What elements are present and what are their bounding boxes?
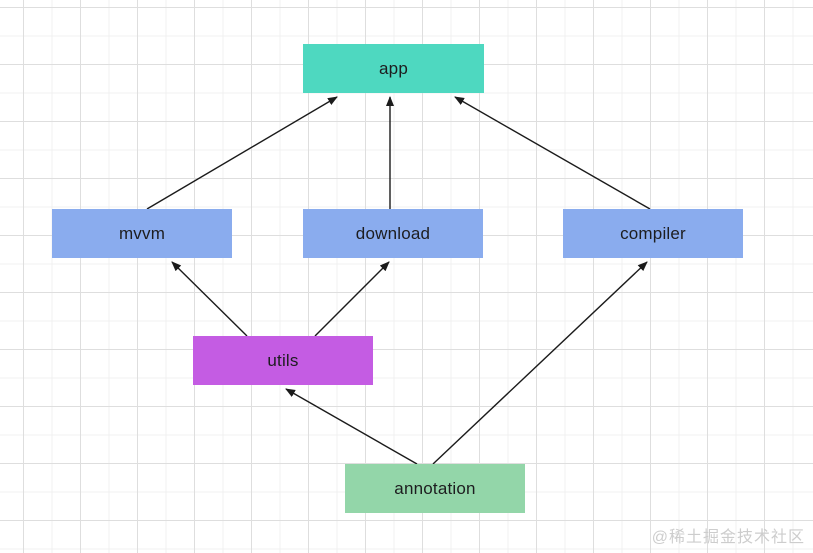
edge-utils-to-mvvm xyxy=(171,261,248,337)
edge-compiler-to-app xyxy=(454,96,651,210)
node-label-app: app xyxy=(379,58,408,78)
edge-mvvm-to-app xyxy=(146,96,338,210)
node-download[interactable]: download xyxy=(303,209,483,258)
node-annotation[interactable]: annotation xyxy=(345,464,525,513)
node-compiler[interactable]: compiler xyxy=(563,209,743,258)
edge-annotation-to-compiler xyxy=(432,261,648,465)
node-label-utils: utils xyxy=(267,350,299,370)
node-mvvm[interactable]: mvvm xyxy=(52,209,232,258)
edge-annotation-to-utils xyxy=(285,388,418,465)
edge-utils-to-download xyxy=(314,261,390,337)
node-utils[interactable]: utils xyxy=(193,336,373,385)
node-label-annotation: annotation xyxy=(394,478,476,498)
node-app[interactable]: app xyxy=(303,44,484,93)
node-label-compiler: compiler xyxy=(620,223,686,243)
node-label-mvvm: mvvm xyxy=(118,223,166,243)
node-label-download: download xyxy=(355,223,431,243)
watermark: @稀土掘金技术社区 xyxy=(651,529,805,546)
